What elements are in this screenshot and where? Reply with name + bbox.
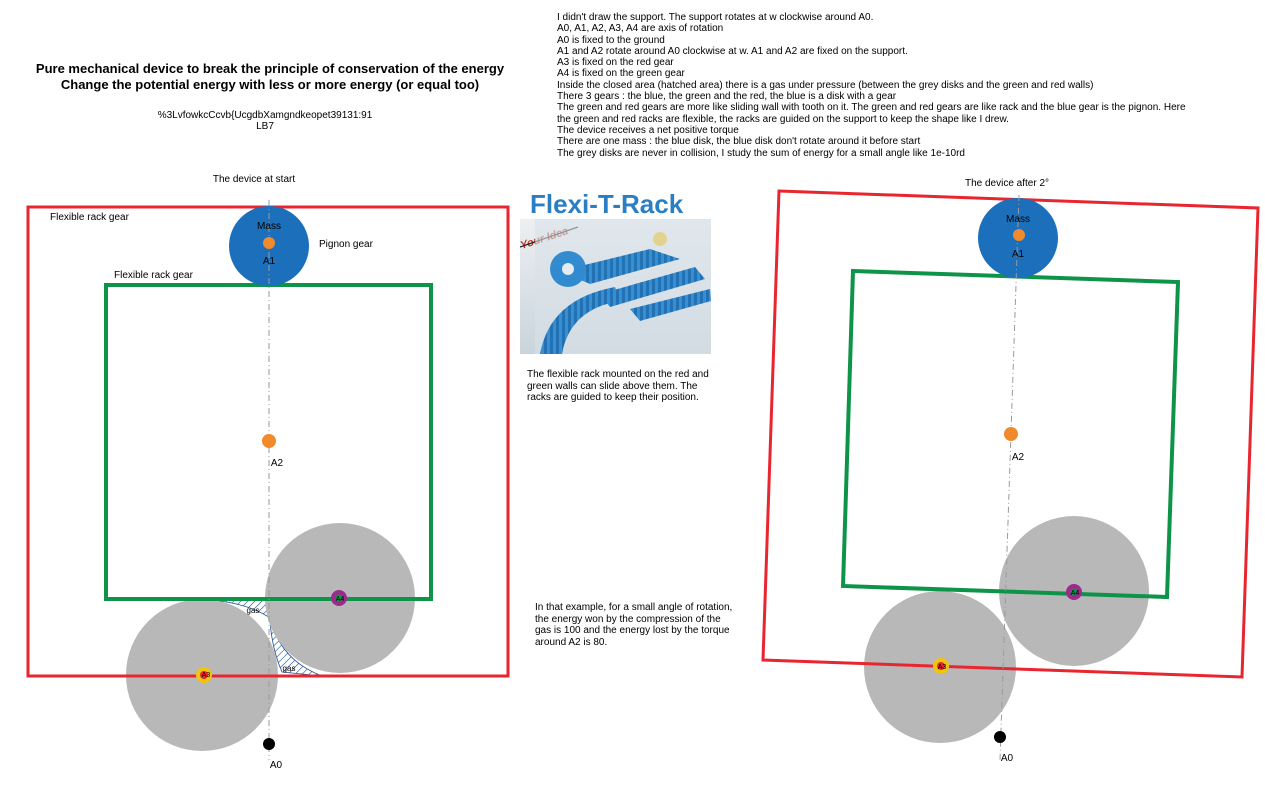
gas-label-2: gas [283, 664, 296, 673]
code-line-2: LB7 [256, 121, 274, 132]
pignon-label: Pignon gear [319, 239, 374, 250]
green-rack-label: Flexible rack gear [114, 270, 194, 281]
a2-axis-dot-rotated [1004, 427, 1018, 441]
a1-label: A1 [263, 256, 276, 267]
a4-label: A4 [336, 596, 345, 603]
a3-label-rotated: A3 [938, 664, 947, 671]
flexi-t-rack-photo: Flexi-T-Rack Your Idea [520, 189, 711, 354]
note-line: The device receives a net positive torqu… [557, 124, 739, 136]
axis-line-rotated [999, 194, 1020, 761]
title-line-2: Change the potential energy with less or… [60, 77, 480, 92]
note-line: A3 is fixed on the red gear [557, 57, 674, 69]
right-caption: The device after 2° [965, 178, 1049, 189]
left-diagram: The device at start Flexible rack gear F… [26, 174, 510, 771]
a0-axis-dot-rotated [994, 731, 1006, 743]
note-line: A4 is fixed on the green gear [557, 68, 685, 80]
code-line-1: %3LvfowkcCcvb{UcgdbXamgndkeopet39131:91 [157, 110, 373, 121]
example-note: In that example, for a small angle of ro… [535, 602, 733, 648]
code-block: %3LvfowkcCcvb{UcgdbXamgndkeopet39131:91 … [150, 110, 380, 132]
red-rack-label: Flexible rack gear [50, 212, 130, 223]
a0-label: A0 [270, 760, 283, 771]
photo-caption: The flexible rack mounted on the red and… [527, 369, 709, 403]
note-line: The green and red gears are more like sl… [557, 102, 1186, 114]
note-line: There 3 gears : the blue, the green and … [557, 91, 897, 103]
left-caption: The device at start [213, 174, 295, 185]
red-wall-rotated [761, 189, 1260, 679]
mass-label-rotated: Mass [1006, 214, 1030, 225]
note-line: A1 and A2 rotate around A0 clockwise at … [557, 45, 908, 57]
explanation-notes: I didn't draw the support. The support r… [557, 12, 1217, 159]
mass-label: Mass [257, 221, 281, 232]
photo-brand: Flexi-T-Rack [530, 189, 684, 219]
a3-label: A3 [202, 672, 211, 679]
a1-axis-dot [263, 237, 275, 249]
note-line: I didn't draw the support. The support r… [557, 12, 874, 23]
a2-axis-dot [262, 434, 276, 448]
a2-label-rotated: A2 [1012, 452, 1025, 463]
a4-label-rotated: A4 [1071, 590, 1080, 597]
a0-label-rotated: A0 [1001, 753, 1014, 764]
page-title: Pure mechanical device to break the prin… [20, 61, 520, 93]
a0-axis-dot [263, 738, 275, 750]
a2-label: A2 [271, 458, 284, 469]
a1-label-rotated: A1 [1012, 249, 1025, 260]
note-line: The grey disks are never in collision, I… [557, 147, 965, 159]
gas-label-1: gas [247, 606, 260, 615]
note-line: A0 is fixed to the ground [557, 34, 665, 46]
title-line-1: Pure mechanical device to break the prin… [35, 61, 505, 76]
a1-axis-dot-rotated [1013, 229, 1025, 241]
note-line: There are one mass : the blue disk, the … [557, 136, 921, 148]
note-line: Inside the closed area (hatched area) th… [557, 79, 1094, 91]
green-wall-rotated [840, 268, 1181, 600]
note-line: A0, A1, A2, A3, A4 are axis of rotation [557, 23, 724, 35]
note-line: the green and red racks are flexible, th… [557, 113, 1009, 125]
right-diagram: The device after 2° Mass A1 A2 A3 A4 A0 [761, 178, 1260, 764]
